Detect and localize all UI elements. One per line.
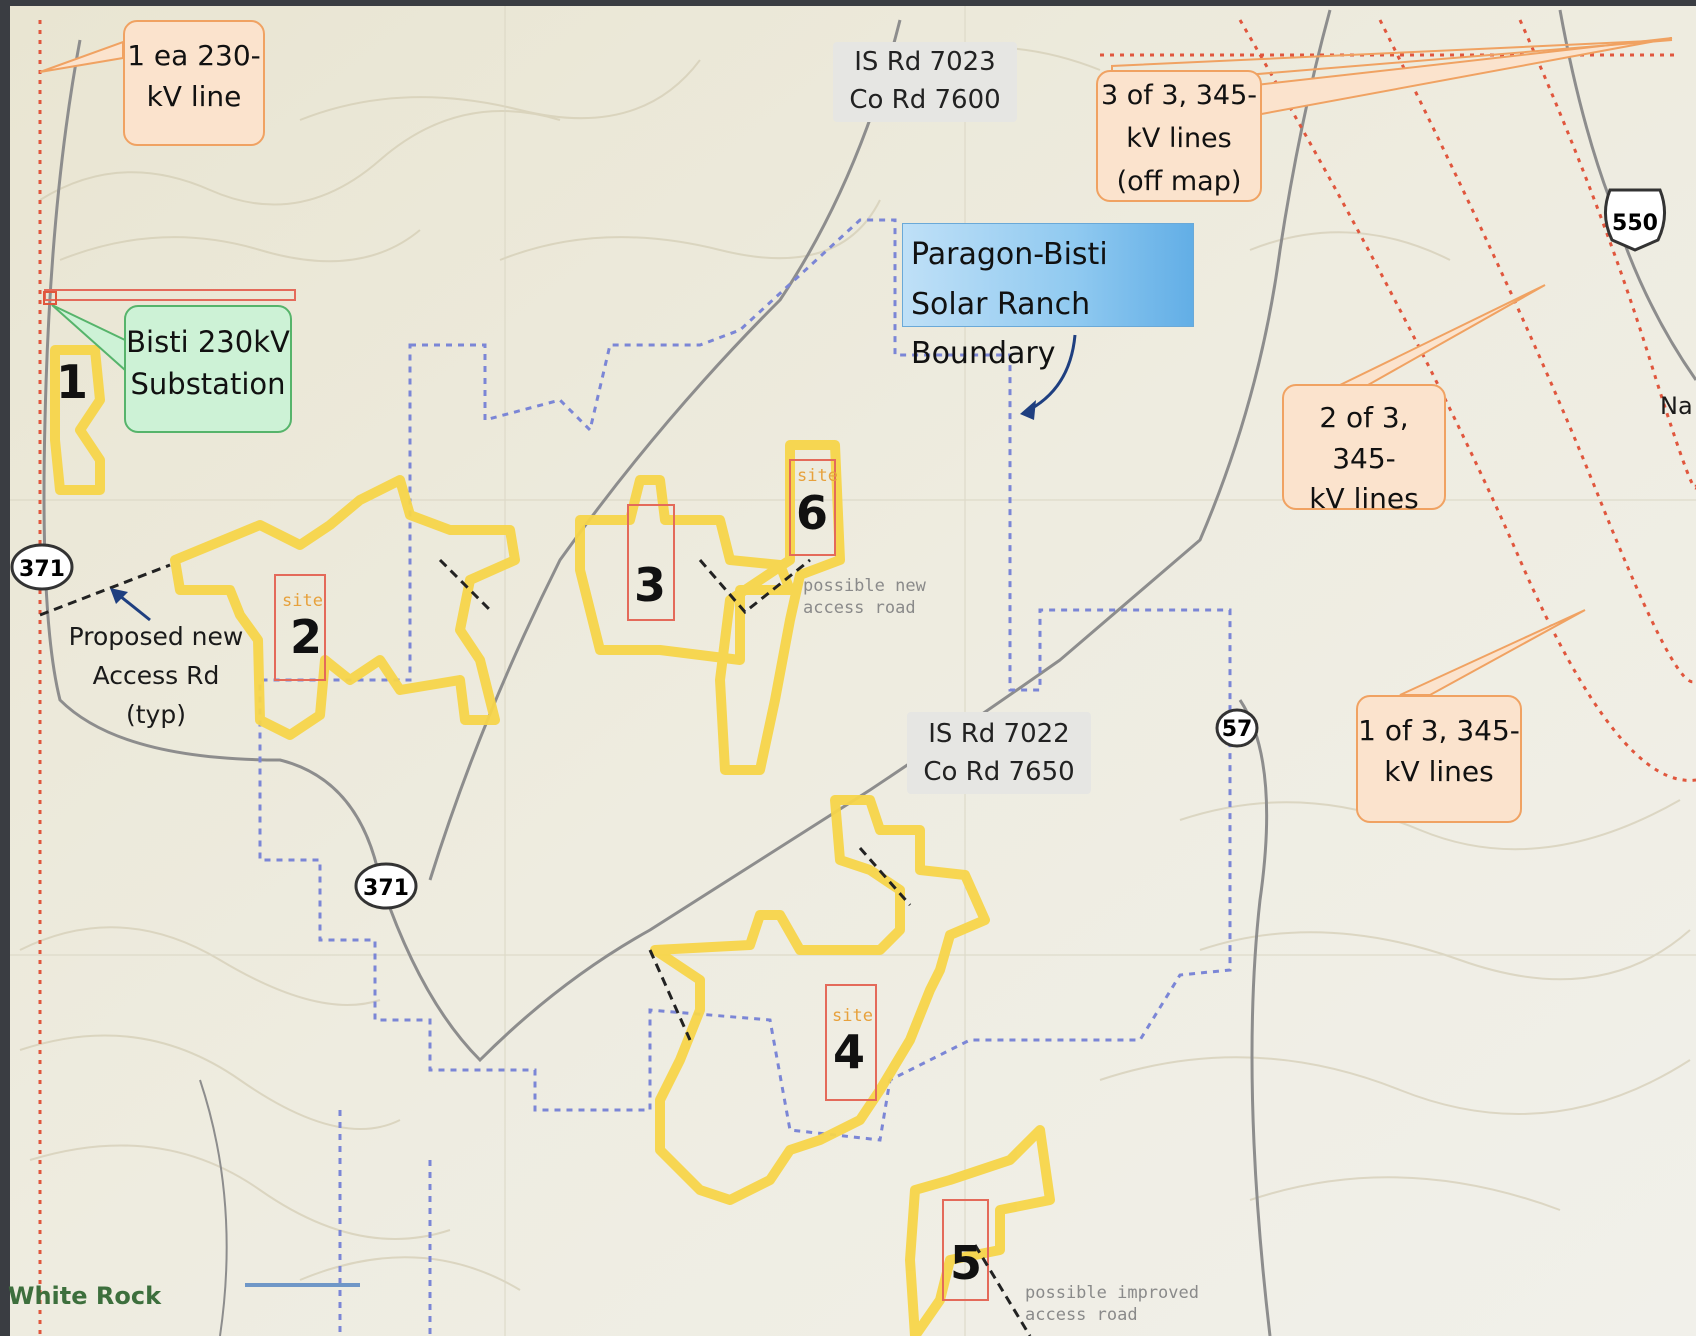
power-line-345kv-3	[1518, 19, 1696, 490]
label-possible-new-access-l1: possible new	[803, 576, 926, 596]
label-possible-new-access: possible new access road	[803, 575, 926, 619]
parcel-site-3	[575, 475, 795, 665]
callout-230kv-line-l2: kV line	[146, 79, 242, 113]
callout-345kv-1-l2: kV lines	[1384, 754, 1494, 788]
label-road-7022-l2: Co Rd 7650	[923, 756, 1075, 787]
terrain-basemap	[10, 6, 1696, 1336]
label-possible-improved-access: possible improved access road	[1025, 1282, 1199, 1326]
site-number-2: 2	[290, 610, 323, 664]
route-shield-371-north: 371	[10, 543, 74, 591]
power-line-345kv-2	[1378, 19, 1696, 684]
label-ranch-boundary: Paragon-Bisti Solar Ranch Boundary	[902, 223, 1194, 371]
site-number-3: 3	[634, 558, 667, 612]
label-access-l1: Proposed new	[68, 622, 244, 651]
callout-345kv-lines-2: 2 of 3, 345- kV lines	[1282, 384, 1446, 515]
site-markers	[44, 289, 989, 1301]
route-label-371-south: 371	[363, 876, 409, 901]
callout-345kv-2-l2: kV lines	[1309, 482, 1419, 516]
parcel-site-4	[650, 795, 990, 1205]
road-local	[199, 1079, 228, 1336]
callout-345kv-3-l2: kV lines	[1126, 123, 1232, 155]
label-access-l2: Access Rd (typ)	[92, 660, 220, 729]
callout-345kv-1-l1: 1 of 3, 345-	[1358, 714, 1520, 747]
parcel-site-1	[50, 345, 105, 495]
label-road-7022: IS Rd 7022 Co Rd 7650	[907, 712, 1091, 794]
road-57	[1238, 699, 1272, 1336]
site-number-1: 1	[56, 355, 89, 409]
parcel-site-5	[905, 1125, 1055, 1336]
route-label-371-north: 371	[19, 557, 65, 582]
route-shield-us550: 550	[1604, 188, 1666, 252]
callout-345kv-lines-3: 3 of 3, 345- kV lines (off map)	[1096, 70, 1262, 202]
callout-345kv-lines-1: 1 of 3, 345- kV lines	[1356, 695, 1522, 823]
label-road-7023: IS Rd 7023 Co Rd 7600	[833, 42, 1017, 122]
site-number-4: 4	[833, 1025, 866, 1079]
boundary-arrowhead	[1020, 400, 1036, 420]
place-label-edge: Na	[1660, 392, 1693, 420]
ranch-boundary	[258, 218, 1232, 1336]
parcel-site-2	[170, 475, 520, 740]
label-road-7023-l2: Co Rd 7600	[849, 84, 1001, 115]
site-number-6: 6	[796, 486, 829, 540]
label-road-7022-l1: IS Rd 7022	[928, 719, 1070, 749]
callout-230kv-line-l1: 1 ea 230-	[127, 39, 261, 72]
label-possible-improved-l2: access road	[1025, 1305, 1138, 1326]
callout-230kv-line: 1 ea 230- kV line	[123, 20, 265, 146]
label-road-7023-l1: IS Rd 7023	[854, 47, 996, 77]
substation-marker	[43, 291, 57, 305]
label-ranch-boundary-l1: Paragon-Bisti	[911, 237, 1108, 272]
site-tag-2: site	[282, 591, 323, 611]
label-proposed-access-road: Proposed new Access Rd (typ)	[66, 618, 246, 734]
route-label-550: 550	[1612, 211, 1658, 236]
label-possible-new-access-l2: access road	[803, 598, 916, 619]
place-label-white-rock: White Rock	[8, 1282, 162, 1310]
proposed-access-roads	[39, 558, 1032, 1336]
route-shield-57: 57	[1215, 708, 1259, 748]
route-shield-371-south: 371	[354, 862, 418, 910]
callout-345kv-2-l1: 2 of 3, 345-	[1319, 401, 1409, 475]
callout-345kv-3-l3: (off map)	[1116, 166, 1242, 198]
callout-bisti-substation: Bisti 230kV Substation	[124, 305, 292, 433]
site-tag-6: site	[797, 466, 838, 486]
callout-substation-l1: Bisti 230kV	[126, 325, 290, 359]
access-arrowhead	[110, 588, 128, 604]
road-nm371	[42, 9, 1332, 1063]
callout-substation-l2: Substation	[130, 367, 286, 402]
label-possible-improved-l1: possible improved	[1025, 1283, 1199, 1303]
label-ranch-boundary-l2: Solar Ranch Boundary	[911, 286, 1091, 372]
site-number-5: 5	[950, 1236, 983, 1290]
terrain-relief	[19, 46, 1691, 1291]
site-tag-4: site	[832, 1006, 873, 1026]
parcel-site-6	[715, 440, 845, 775]
route-label-57: 57	[1222, 717, 1253, 742]
solar-site-parcels	[50, 345, 1055, 1336]
callout-345kv-3-l1: 3 of 3, 345-	[1101, 80, 1257, 111]
